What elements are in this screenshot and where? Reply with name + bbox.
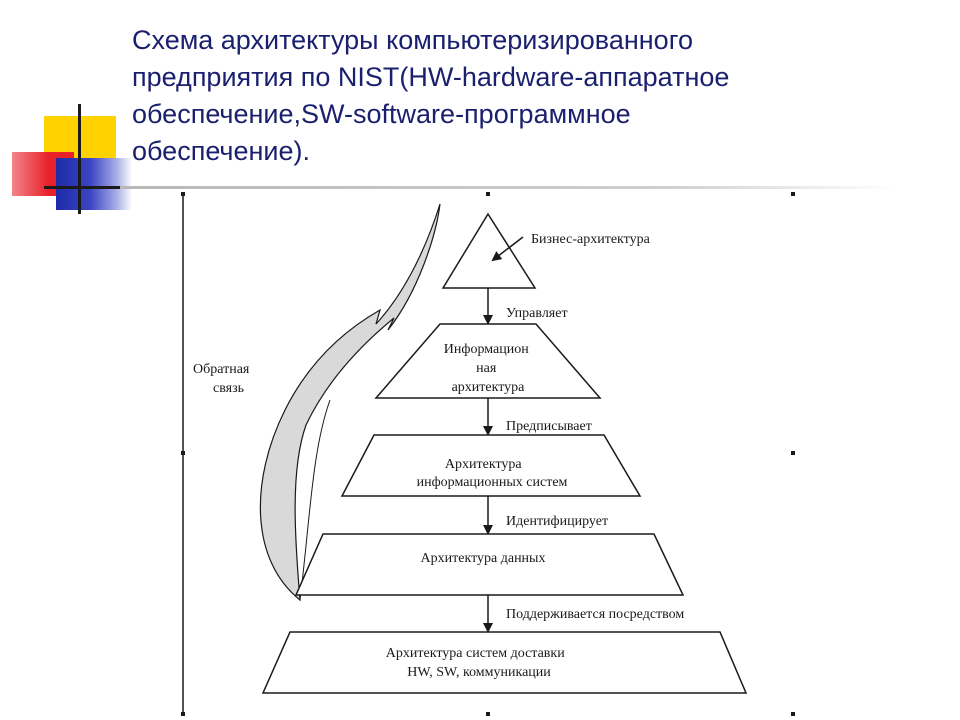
is-architecture-label: Архитектура информационных систем [417,457,568,490]
information-architecture-label: Информацион ная архитектура [444,342,532,395]
frame-handle [791,712,795,716]
frame-handle [486,712,490,716]
connector-label: Управляет [506,306,568,321]
delivery-architecture-line: Архитектура систем доставки [386,646,565,661]
slide-title-line: Схема архитектуры компьютеризированного [132,25,693,55]
decor-vertical-line [78,104,81,214]
is-architecture-line: информационных систем [417,475,568,490]
information-architecture-line: ная [476,361,497,376]
data-architecture-label: Архитектура данных [421,551,546,566]
connector-label: Идентифицирует [506,514,608,529]
information-architecture-line: архитектура [452,380,526,395]
feedback-label-line: связь [213,381,244,396]
delivery-architecture-shape [261,631,748,694]
data-architecture-shape [294,533,685,596]
slide-title: Схема архитектуры компьютеризированного … [132,22,892,170]
slide-title-line: обеспечение). [132,136,311,166]
business-pointer-arrow [491,236,524,262]
frame-handle [791,192,795,196]
slide-title-line: предприятия по NIST(HW-hardware-аппаратн… [132,62,730,92]
delivery-architecture-label: Архитектура систем доставки HW, SW, комм… [386,646,568,680]
feedback-label-line: Обратная [193,362,250,377]
slide-title-line: обеспечение,SW-software-программное [132,99,631,129]
decor-blue-square [56,158,132,210]
information-architecture-line: Информацион [444,342,529,357]
business-architecture-shape [441,212,537,289]
frame-handle [791,451,795,455]
feedback-arrow-outline [299,399,331,601]
is-architecture-shape [340,434,642,497]
information-architecture-shape [374,323,602,399]
feedback-label: Обратная связь [193,362,253,396]
connector-label: Предписывает [506,419,592,434]
feedback-arrow-shape [259,203,441,602]
delivery-architecture-line: HW, SW, коммуникации [407,665,551,680]
is-architecture-line: Архитектура [445,457,522,472]
frame-handle [486,192,490,196]
title-rule [120,186,900,189]
decor-horizontal-line [44,186,134,189]
connector-label: Поддерживается посредством [506,607,684,622]
business-architecture-label: Бизнес-архитектура [531,232,651,247]
